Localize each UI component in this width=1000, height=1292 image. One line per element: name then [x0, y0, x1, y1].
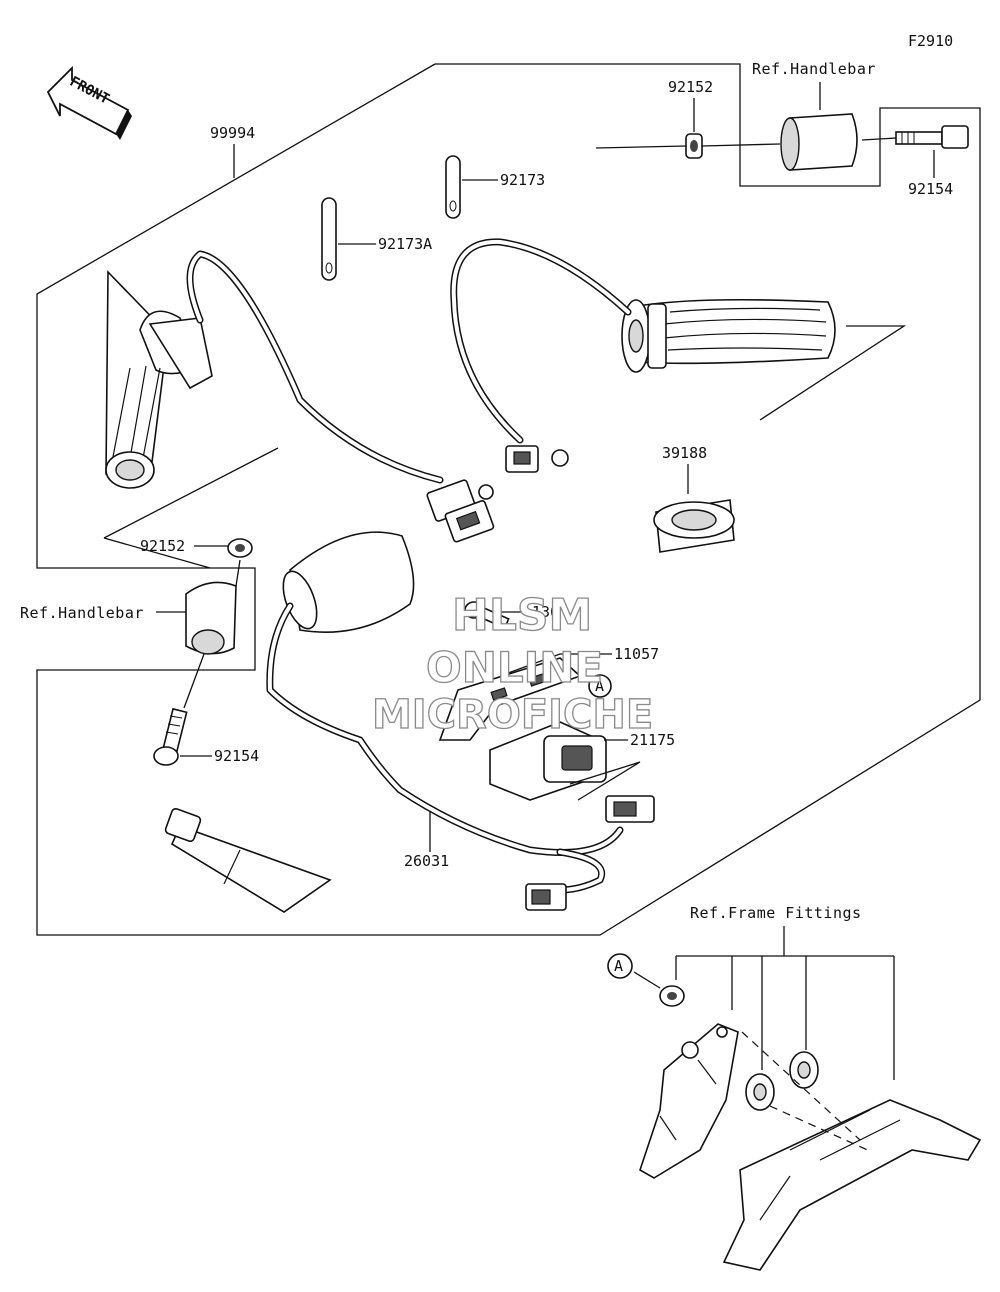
label-99994: 99994: [210, 124, 255, 142]
label-39188: 39188: [662, 444, 707, 462]
watermark-line2: ONLINE: [426, 643, 603, 692]
figure-code: F2910: [908, 32, 953, 50]
connector-harness-a: [605, 795, 655, 823]
grommet-2: [789, 1051, 819, 1089]
callout-a-bracket: [588, 674, 612, 698]
seal-39188: [653, 499, 735, 553]
collar-fitting: [659, 985, 685, 1007]
grip-left-line-a: [103, 447, 279, 539]
axis-line-right-b: [701, 143, 781, 147]
controller-21175: [489, 721, 607, 801]
handlebar-end-weight-left: [185, 581, 237, 655]
ref-handlebar-left: Ref.Handlebar: [20, 604, 144, 622]
grip-left-line-b: [103, 537, 211, 569]
bracket-11057: [438, 657, 582, 741]
bolt-left: [153, 707, 188, 766]
label-92152-right: 92152: [668, 78, 713, 96]
callout-a-frame: [607, 953, 633, 979]
cap-nut-left: [227, 538, 253, 558]
screw-130: [464, 601, 510, 630]
label-26031: 26031: [404, 852, 449, 870]
band-92173a: [321, 197, 337, 281]
band-92173: [445, 155, 461, 219]
frame-bracket-base: [722, 1099, 982, 1271]
label-92173: 92173: [500, 171, 545, 189]
grip-right-wire: [450, 238, 632, 444]
watermark-line1: HLSM: [452, 590, 592, 641]
callout-a-bracket-label: A: [595, 677, 604, 695]
label-130: 130: [532, 603, 559, 621]
grommet-1: [745, 1073, 775, 1111]
label-92152-left: 92152: [140, 537, 185, 555]
callout-a-frame-leader: [633, 971, 661, 989]
label-92154-left: 92154: [214, 747, 259, 765]
axis-line-left-b: [183, 653, 205, 709]
ref-handlebar-right: Ref.Handlebar: [752, 60, 876, 78]
bolt-right: [895, 125, 969, 149]
ref-frame-fittings: Ref.Frame Fittings: [690, 904, 862, 922]
connector-harness-b: [525, 883, 567, 911]
front-arrow-icon: FRONT: [46, 65, 132, 140]
connector-grip-right: [505, 445, 569, 473]
grip-right-bracket-line: [759, 325, 907, 421]
adhesive-tube: [164, 807, 332, 913]
axis-line-left-a: [235, 559, 241, 587]
controller-canister: [282, 531, 415, 633]
label-11057: 11057: [614, 645, 659, 663]
heated-grip-right: [621, 298, 836, 373]
heated-grip-left: [105, 270, 213, 489]
callout-a-frame-label: A: [614, 957, 623, 975]
label-21175: 21175: [630, 731, 675, 749]
kit-frame-outline: [36, 63, 981, 936]
label-92173a: 92173A: [378, 235, 432, 253]
frame-bracket-upright: [639, 1023, 739, 1179]
grip-left-wire: [186, 250, 444, 484]
axis-line-right-a: [595, 145, 687, 149]
label-92154-right: 92154: [908, 180, 953, 198]
cap-nut-right: [685, 133, 703, 159]
dashed-axis-1: [741, 1031, 861, 1141]
watermark-line3: MICROFICHE: [372, 692, 653, 738]
leader-11057: [499, 653, 612, 677]
dashed-axis-2: [769, 1105, 873, 1153]
axis-line-right-c: [861, 137, 897, 141]
watermark: HLSM ONLINE MICROFICHE: [371, 589, 654, 738]
handlebar-end-weight-right: [780, 113, 858, 171]
controller-connect-line: [569, 761, 641, 801]
connector-grip-left: [426, 479, 495, 543]
